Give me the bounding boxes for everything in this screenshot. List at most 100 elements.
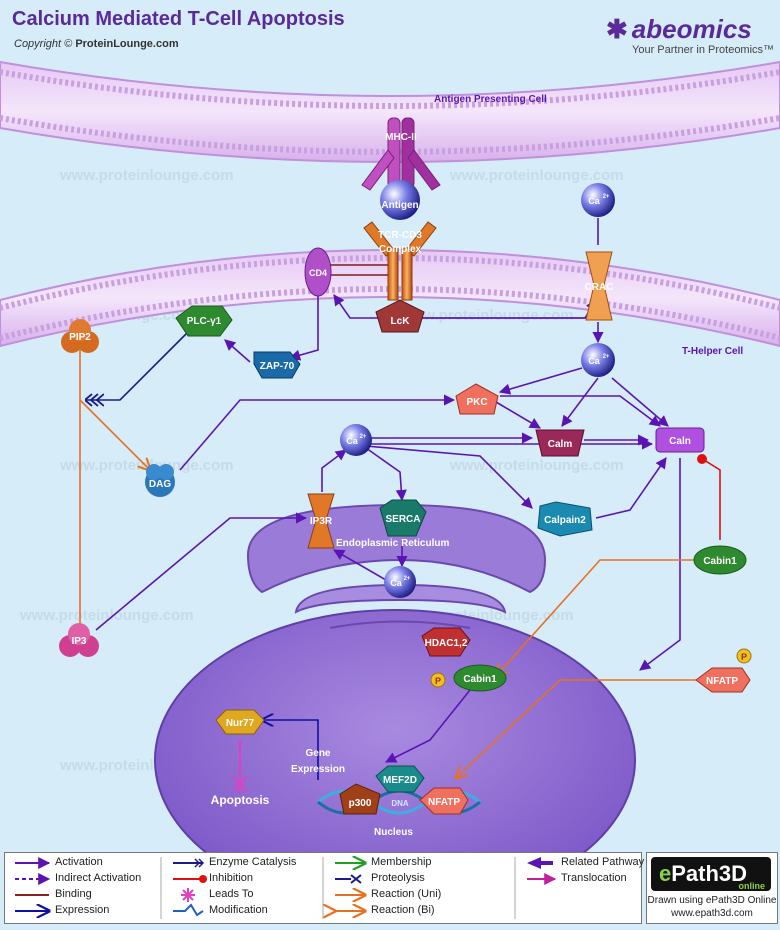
tcr-cd3-complex [363, 221, 437, 301]
arrow-ip3r-ca [321, 449, 347, 492]
phospho-marker-nfatp [736, 648, 752, 664]
ip3r-label: IP3R [310, 516, 333, 527]
legend-translocation: Translocation [561, 872, 627, 884]
epath-logo-sub: online [738, 881, 766, 891]
leads-to-apoptosis [232, 740, 248, 794]
crac-label: CRAC [585, 282, 614, 293]
lck [375, 299, 425, 333]
watermark-text: www.proteinlounge.com [399, 307, 574, 324]
copyright-site: ProteinLounge.com [75, 38, 179, 50]
watermark-text: www.proteinlounge.com [449, 457, 624, 474]
arrow-zap70-plc [224, 339, 251, 363]
ca-er-label: Ca [390, 578, 402, 588]
arrow-ca-calm [561, 377, 599, 427]
brand-name: abeomics [631, 14, 752, 44]
p300 [339, 783, 381, 815]
pip2 [61, 319, 99, 353]
legend-indirect-activation: Indirect Activation [55, 872, 142, 884]
mef2d-label: MEF2D [383, 775, 417, 786]
reaction-cabin1-translocation [496, 559, 694, 676]
legend-inhibition: Inhibition [209, 872, 254, 884]
arrow-ca-pkc [498, 367, 583, 395]
p300-label: p300 [349, 798, 372, 809]
zap70-label: ZAP-70 [260, 361, 295, 372]
ip3-label: IP3 [71, 636, 86, 647]
nfatp-cyto-label: NFATP [706, 676, 738, 687]
arrow-cd4-zap70 [288, 296, 319, 361]
arrow-ca-caln [611, 377, 669, 427]
legend-leads-to: Leads To [209, 888, 254, 900]
cabin1-cyto-label: Cabin1 [703, 556, 737, 567]
reaction-pip2-dag [79, 399, 150, 470]
watermark-text: www.proteinlounge.com [19, 607, 194, 624]
enzyme-catalysis-plc [86, 329, 191, 400]
phospho-cabin1-label: P [435, 676, 441, 686]
expression-arrow [262, 720, 319, 780]
epath3d-badge[interactable]: ePath3D online Drawn using ePath3D Onlin… [646, 852, 778, 924]
epath-logo-e: e [659, 861, 672, 886]
expression-label: Expression [291, 764, 345, 775]
pkc-label: PKC [466, 397, 487, 408]
phospho-marker-cabin1 [430, 672, 446, 688]
lck-label: LcK [391, 316, 411, 327]
crac-channel [585, 251, 613, 321]
apoptosis-label: Apoptosis [211, 793, 270, 807]
epath-url[interactable]: www.epath3d.com [671, 908, 753, 919]
caln [655, 427, 705, 453]
calm [535, 429, 585, 457]
cd4 [304, 247, 332, 297]
zap-70 [253, 351, 301, 379]
nur77-label: Nur77 [226, 718, 255, 729]
ip3 [59, 623, 99, 657]
watermark-text: www.proteinlounge.com [59, 167, 234, 184]
legend-modification: Modification [209, 904, 268, 916]
arrow-cabin1-mef2d [384, 689, 471, 763]
arrow-ca-ip3r [333, 549, 387, 581]
arrow-ca-serca [365, 447, 407, 502]
nucleus-label: Nucleus [374, 827, 413, 838]
pkc [455, 383, 499, 415]
tcr-label: TCR-CD3 [378, 230, 422, 241]
arrow-calpain2-caln [595, 457, 667, 519]
arrow-caln-nfatp [639, 458, 681, 671]
hdac-label: HDAC1,2 [425, 638, 468, 649]
cabin1-nuc-label: Cabin1 [463, 674, 497, 685]
reaction-nfatp-translocation [456, 679, 696, 778]
hdac1-2 [421, 627, 471, 657]
ca-ext-charge: 2+ [603, 194, 610, 200]
t-helper-label: T-Helper Cell [682, 346, 743, 357]
calpain2 [537, 501, 593, 537]
legend-activation: Activation [55, 856, 103, 868]
mhc-ii [361, 117, 441, 191]
serca [379, 499, 427, 537]
nur77 [215, 709, 265, 735]
ca-ext-label: Ca [588, 196, 600, 206]
cabin1-nucleus [453, 664, 507, 692]
legend-reaction-bi: Reaction (Bi) [371, 904, 435, 916]
pip2-label: PIP2 [69, 332, 91, 343]
antigen-label: Antigen [381, 200, 418, 211]
epath3d-logo: ePath3D online [651, 857, 771, 891]
cabin1-cytoplasm [693, 545, 747, 575]
cd4-label: CD4 [309, 268, 327, 278]
ip3r [307, 493, 335, 549]
nfatp-nucleus [419, 787, 469, 815]
arrow-pkc-calm [495, 401, 541, 429]
ca-in-charge: 2+ [603, 354, 610, 360]
arrow-dag-pkc [179, 394, 456, 471]
legend: Activation Indirect Activation Binding E… [4, 852, 644, 924]
ca-mid-charge: 2+ [360, 434, 367, 440]
antigen [380, 180, 420, 220]
arrow-ip3-ip3r [95, 512, 308, 631]
watermark-text: www.proteinlounge.com [449, 167, 624, 184]
legend-binding: Binding [55, 888, 92, 900]
legend-membership: Membership [371, 856, 432, 868]
mef2d [375, 765, 425, 793]
nfatp-cytoplasm [695, 667, 751, 693]
legend-enzyme-catalysis: Enzyme Catalysis [209, 856, 297, 868]
apc-label: Antigen Presenting Cell [434, 94, 547, 105]
dag-label: DAG [149, 479, 171, 490]
ca-mid-label: Ca [346, 436, 358, 446]
calm-label: Calm [548, 439, 573, 450]
